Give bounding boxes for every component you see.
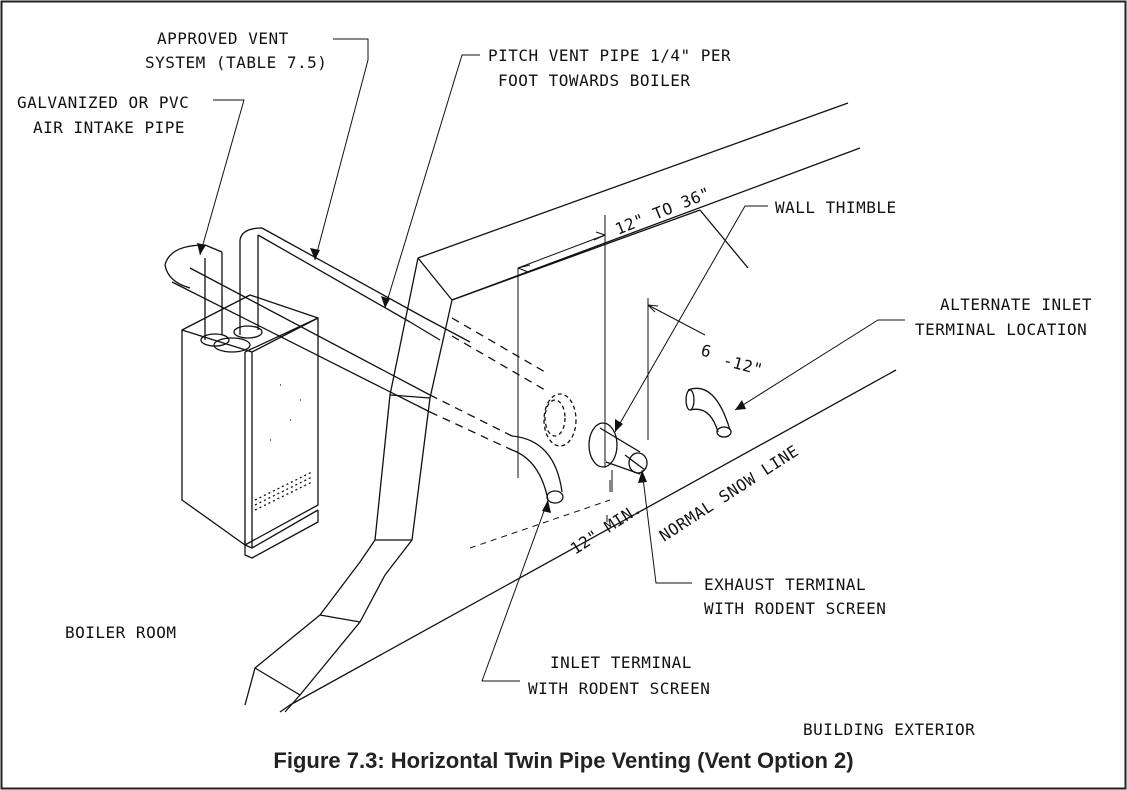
label-approved-vent-1: APPROVED VENT (157, 29, 289, 48)
vent-pipe (239, 227, 648, 475)
figure-caption: Figure 7.3: Horizontal Twin Pipe Venting… (273, 748, 854, 773)
label-galvanized-1: GALVANIZED OR PVC (17, 93, 189, 112)
label-dim-12: -12" (721, 351, 765, 380)
label-inlet-1: INLET TERMINAL (550, 653, 692, 672)
labels: APPROVED VENT SYSTEM (TABLE 7.5) PITCH V… (17, 29, 1092, 739)
label-approved-vent-2: SYSTEM (TABLE 7.5) (145, 53, 327, 72)
label-building-exterior: BUILDING EXTERIOR (803, 720, 975, 739)
air-intake-pipe (164, 244, 564, 504)
label-snow-line: NORMAL SNOW LINE (656, 441, 802, 545)
label-galvanized-2: AIR INTAKE PIPE (33, 118, 185, 137)
label-alternate-1: ALTERNATE INLET (940, 295, 1092, 314)
label-dim-6: 6 (699, 341, 714, 362)
vent-risers (200, 235, 263, 353)
dimension-lines (469, 215, 706, 549)
label-inlet-2: WITH RODENT SCREEN (528, 679, 710, 698)
label-exhaust-2: WITH RODENT SCREEN (704, 599, 886, 618)
building-wall (244, 102, 897, 713)
boiler-unit (181, 294, 319, 559)
label-pitch-1: PITCH VENT PIPE 1/4" PER (488, 46, 731, 65)
label-pitch-2: FOOT TOWARDS BOILER (498, 71, 691, 90)
label-wall-thimble: WALL THIMBLE (775, 198, 897, 217)
label-dim-12-min: 12" MIN. (567, 498, 645, 558)
label-alternate-2: TERMINAL LOCATION (915, 320, 1087, 339)
label-boiler-room: BOILER ROOM (65, 623, 176, 642)
alternate-inlet-elbow (685, 387, 732, 438)
leader-lines (199, 38, 905, 682)
label-exhaust-1: EXHAUST TERMINAL (704, 575, 866, 594)
leader-arrowheads (197, 243, 746, 513)
